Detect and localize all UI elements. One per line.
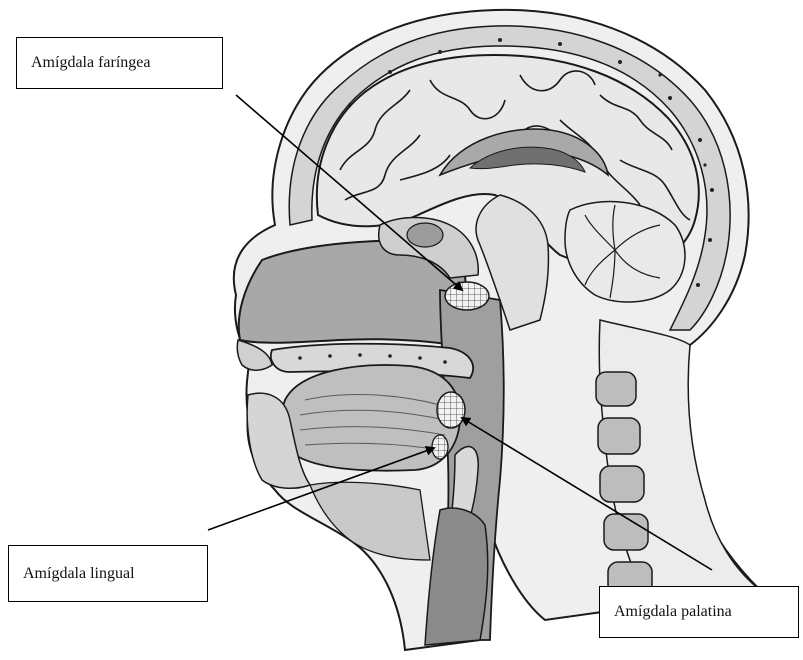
label-amigdala-palatina-text: Amígdala palatina — [614, 603, 732, 621]
label-amigdala-faringea: Amígdala faríngea — [16, 37, 223, 89]
palatine-tonsil — [437, 392, 465, 428]
label-amigdala-lingual: Amígdala lingual — [8, 545, 208, 602]
lingual-tonsil — [432, 435, 448, 459]
label-amigdala-faringea-text: Amígdala faríngea — [31, 54, 151, 72]
pharyngeal-tonsil — [445, 282, 489, 310]
label-amigdala-lingual-text: Amígdala lingual — [23, 565, 135, 583]
pituitary-region — [407, 223, 443, 247]
label-amigdala-palatina: Amígdala palatina — [599, 586, 799, 638]
